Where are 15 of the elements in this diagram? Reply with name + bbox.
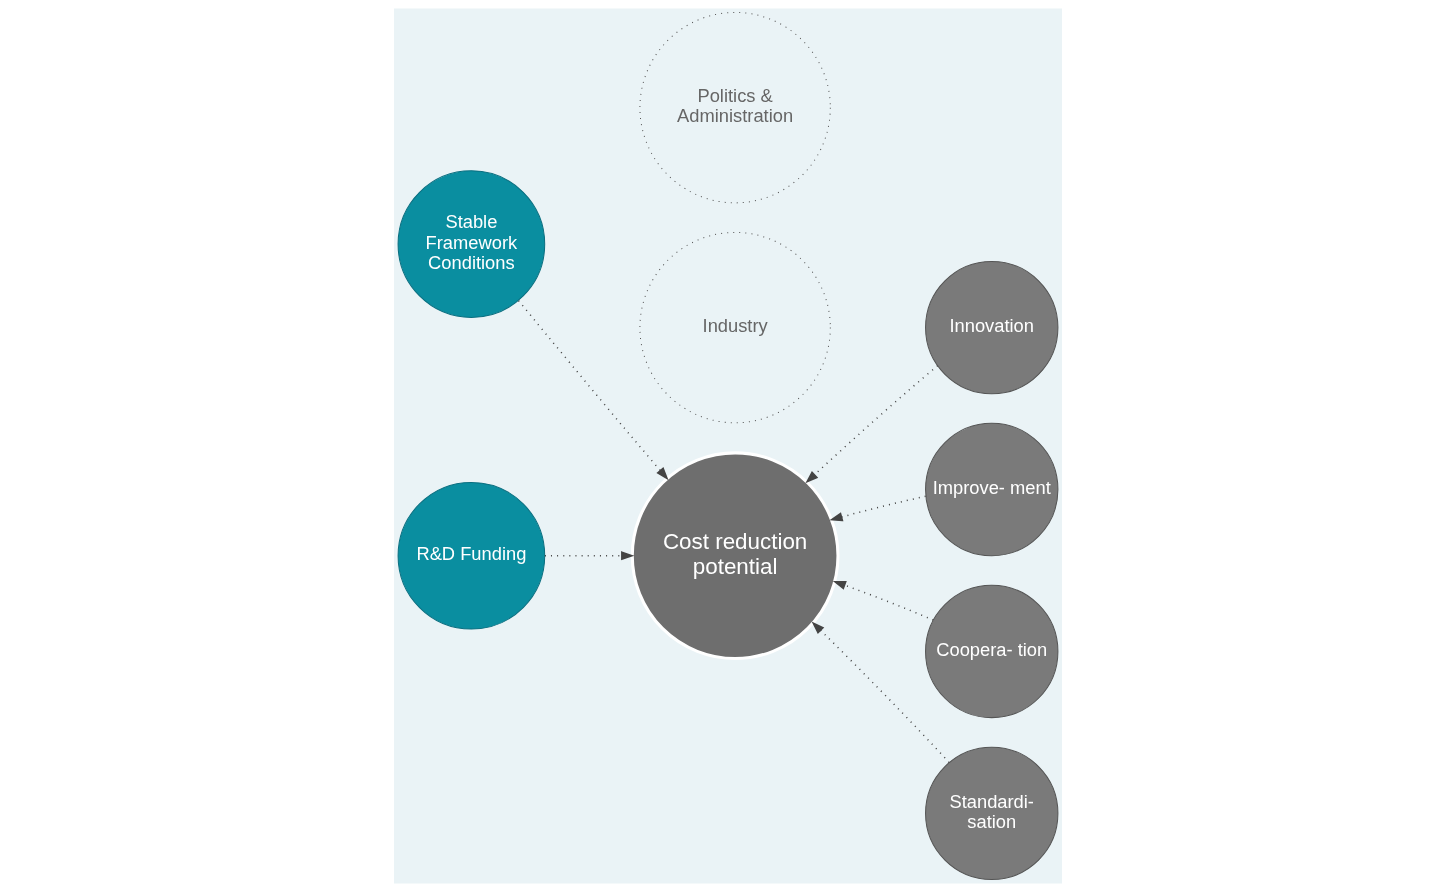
node-circle: R&D Funding <box>397 481 546 630</box>
node-circle: Coopera- tion <box>925 584 1059 719</box>
node-circle: Standardi- sation <box>925 746 1059 881</box>
node-circle: Improve- ment <box>925 422 1059 557</box>
node-circle: Industry <box>639 231 831 424</box>
arrow <box>832 580 934 621</box>
node-circle: Cost reduction potential <box>630 451 840 661</box>
arrow <box>544 551 635 561</box>
arrow <box>805 365 939 484</box>
node-circle: Innovation <box>925 260 1059 395</box>
node-circle: Stable Framework Conditions <box>397 170 546 318</box>
arrow <box>811 621 950 764</box>
arrow <box>829 495 927 522</box>
node-circle: Politics & Administration <box>639 11 831 204</box>
arrow <box>517 299 669 481</box>
